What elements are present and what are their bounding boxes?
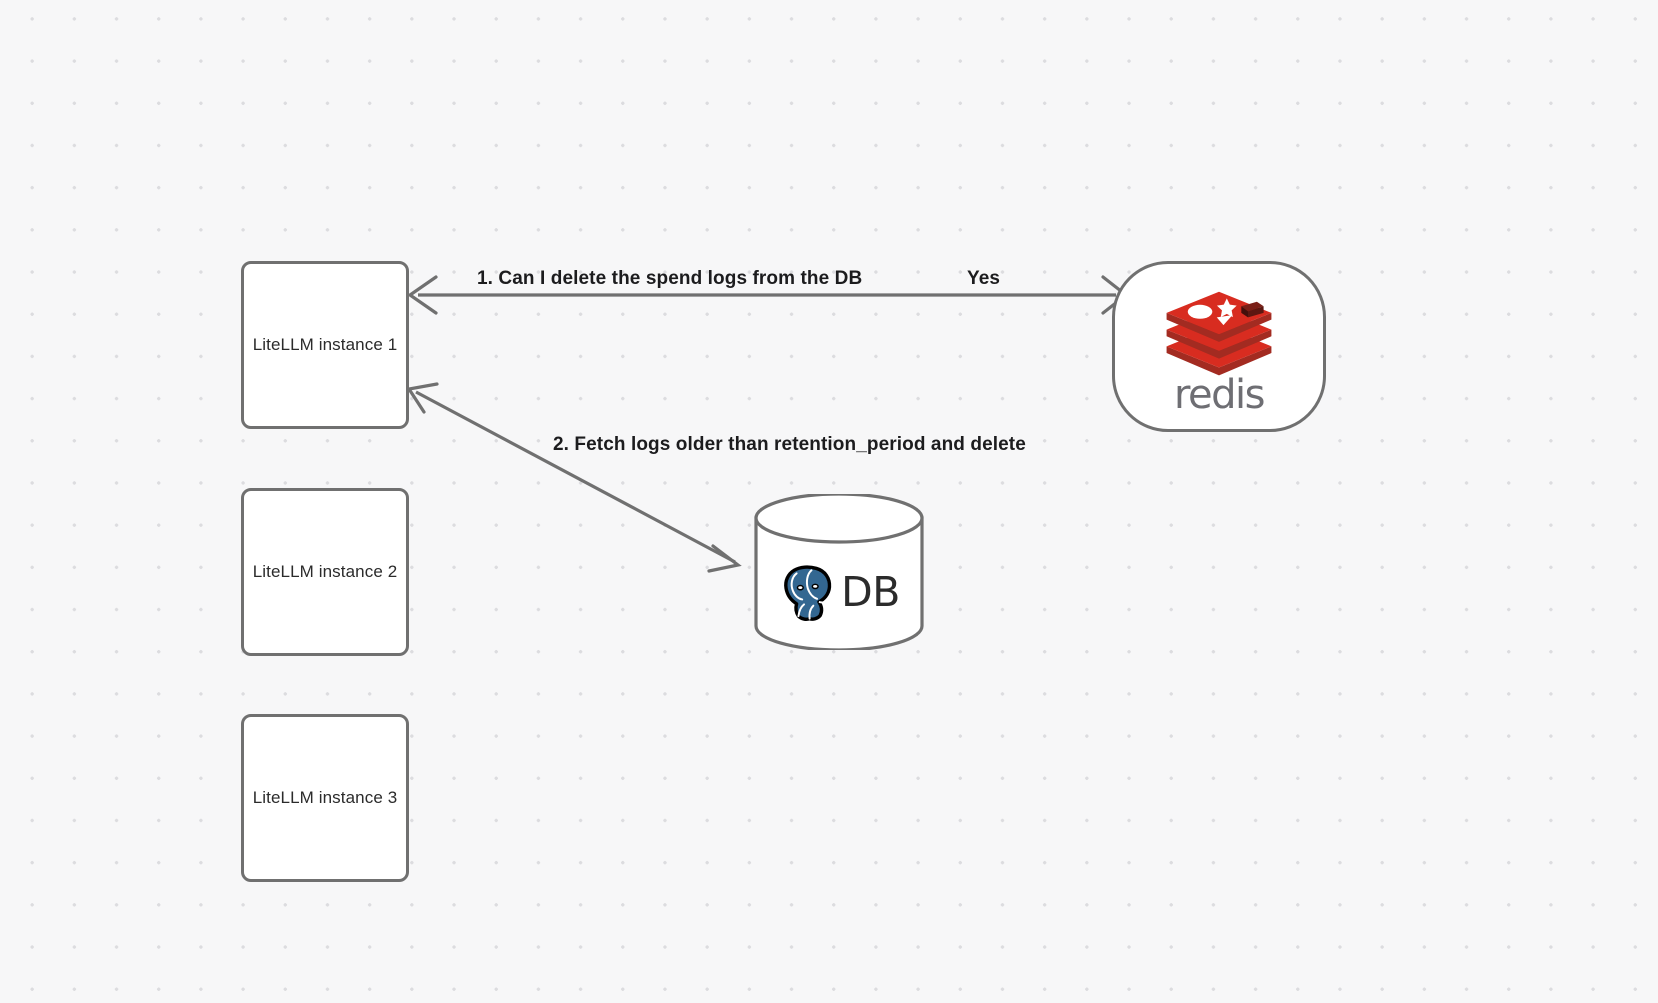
edge-label-1: 1. Can I delete the spend logs from the … bbox=[477, 268, 863, 289]
node-database[interactable]: DB bbox=[753, 494, 925, 650]
database-logo-row: DB bbox=[753, 552, 925, 632]
node-label: LiteLLM instance 2 bbox=[252, 561, 398, 581]
database-label: DB bbox=[841, 567, 900, 616]
edge-label-yes: Yes bbox=[967, 268, 1001, 289]
arrowhead-upper-left bbox=[406, 382, 439, 414]
node-litellm-instance-2[interactable]: LiteLLM instance 2 bbox=[241, 488, 409, 656]
arrowhead-lower-right bbox=[707, 544, 742, 573]
node-redis[interactable]: redis bbox=[1112, 261, 1326, 432]
redis-logo-icon bbox=[1163, 285, 1275, 377]
node-litellm-instance-1[interactable]: LiteLLM instance 1 bbox=[241, 261, 409, 429]
node-litellm-instance-3[interactable]: LiteLLM instance 3 bbox=[241, 714, 409, 882]
postgresql-elephant-icon bbox=[784, 565, 832, 621]
edge-label-2: 2. Fetch logs older than retention_perio… bbox=[553, 434, 1026, 455]
edge-instance1-database bbox=[406, 382, 742, 573]
node-label: LiteLLM instance 3 bbox=[252, 787, 398, 807]
redis-wordmark: redis bbox=[1173, 371, 1266, 418]
arrowhead-left bbox=[407, 275, 438, 315]
node-label: LiteLLM instance 1 bbox=[252, 334, 398, 354]
